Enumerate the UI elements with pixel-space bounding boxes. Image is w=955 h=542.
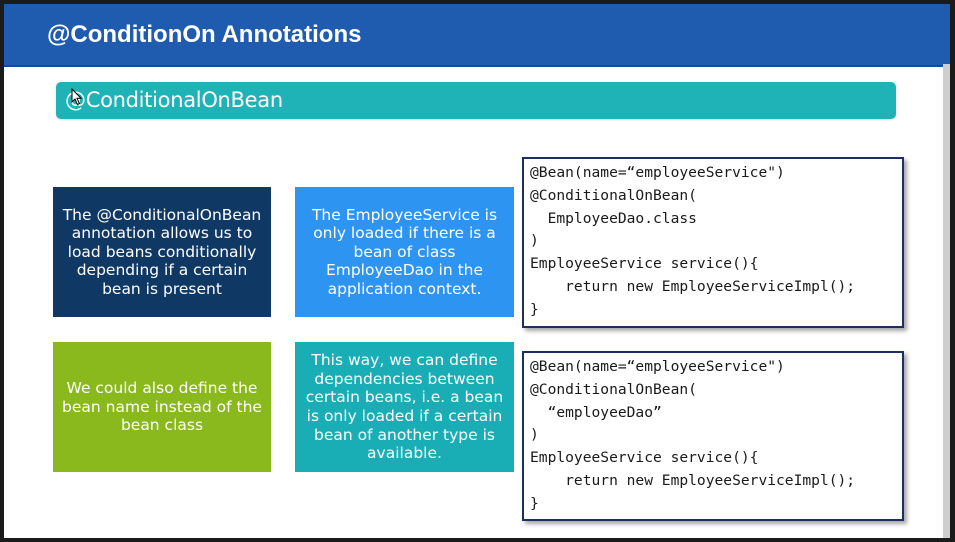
title-bar: @ConditionOn Annotations bbox=[4, 4, 950, 67]
code-line: @ConditionalOnBean( bbox=[530, 186, 697, 204]
code-block-by-name: @Bean(name=“employeeService") @Condition… bbox=[522, 351, 904, 521]
code-line: return new EmployeeServiceImpl(); bbox=[530, 277, 856, 295]
code-line: EmployeeService service(){ bbox=[530, 255, 759, 273]
code-line: ) bbox=[530, 232, 539, 250]
code-block-by-class: @Bean(name=“employeeService") @Condition… bbox=[522, 157, 904, 328]
code-line: } bbox=[530, 300, 539, 318]
slide-subtitle: @ConditionalOnBean bbox=[65, 88, 283, 112]
right-edge-strip bbox=[943, 64, 950, 538]
subtitle-band: @ConditionalOnBean bbox=[56, 82, 896, 119]
code-line: EmployeeService service(){ bbox=[530, 449, 759, 467]
description-box-bean-name: We could also define the bean name inste… bbox=[53, 342, 271, 472]
description-box-annotation: The @ConditionalOnBean annotation allows… bbox=[53, 187, 271, 317]
code-line: @Bean(name=“employeeService") bbox=[530, 358, 785, 375]
code-line: @ConditionalOnBean( bbox=[530, 380, 697, 398]
mouse-pointer-icon bbox=[71, 88, 83, 106]
code-line: return new EmployeeServiceImpl(); bbox=[530, 471, 856, 489]
code-line: @Bean(name=“employeeService") bbox=[530, 164, 785, 181]
code-line: ) bbox=[530, 426, 539, 444]
description-box-dependencies: This way, we can define dependencies bet… bbox=[295, 342, 514, 472]
slide-title: @ConditionOn Annotations bbox=[47, 21, 362, 48]
slide: @ConditionOn Annotations @ConditionalOnB… bbox=[4, 4, 950, 538]
code-line: } bbox=[530, 494, 539, 512]
code-line: EmployeeDao.class bbox=[530, 209, 697, 227]
description-box-employee-service: The EmployeeService is only loaded if th… bbox=[295, 187, 514, 317]
code-line: “employeeDao” bbox=[530, 403, 662, 421]
